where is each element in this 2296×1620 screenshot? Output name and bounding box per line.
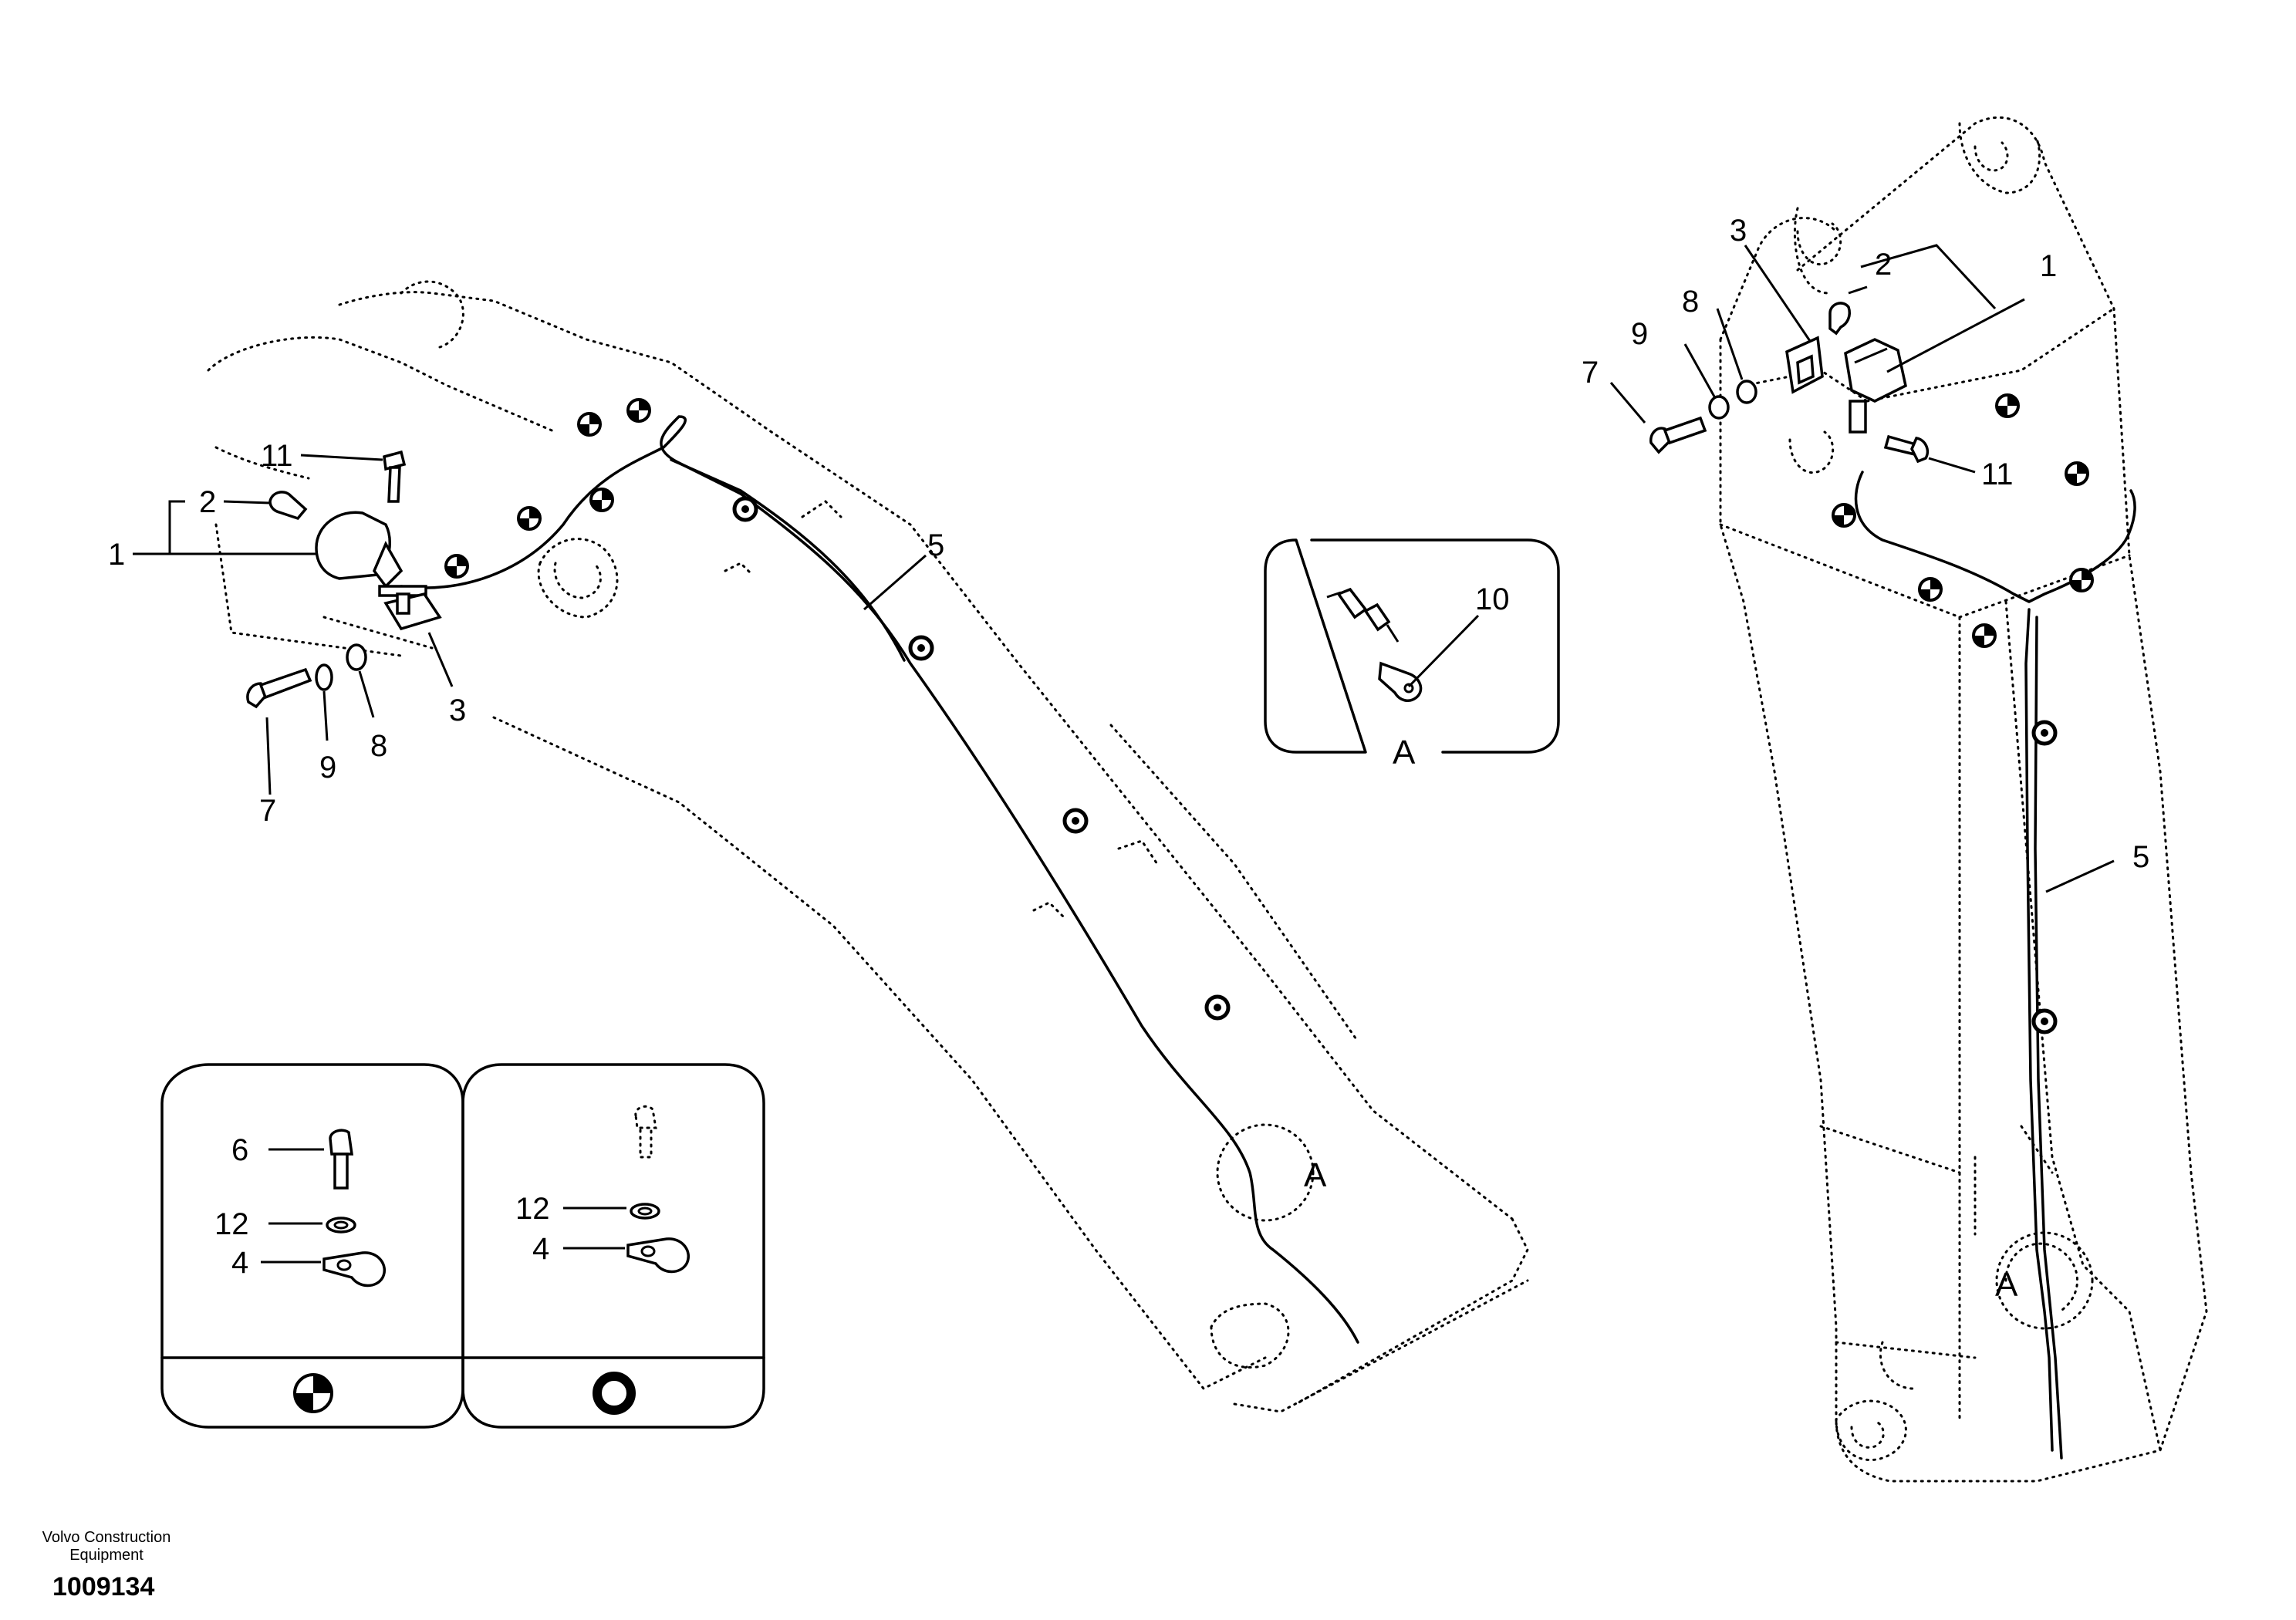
arm-callout-9: 9	[1631, 317, 1648, 351]
boom-detail-a-circle	[1216, 1123, 1315, 1222]
boom-callout-1: 1	[108, 538, 125, 572]
arm-callout-3: 3	[1730, 214, 1747, 248]
arm-bolt-holes	[1832, 393, 2094, 1032]
arm-bolt-11	[1883, 434, 1930, 464]
arm-callout-11: 11	[1981, 457, 2014, 491]
boom-bulb	[268, 491, 308, 521]
footer-block: Volvo Construction Equipment 1009134	[22, 1529, 191, 1602]
ring-icon	[593, 1372, 636, 1415]
arm-detail-a-label: A	[1995, 1266, 2018, 1304]
boom-washer-8	[346, 643, 367, 671]
legend-left-callout-12: 12	[214, 1207, 249, 1241]
boom-callout-7: 7	[259, 794, 276, 828]
arm-callout-5: 5	[2132, 840, 2149, 874]
arm-work-lamp	[1785, 336, 1907, 434]
legend-right-callout-4: 4	[532, 1232, 549, 1266]
brand-line-2: Equipment	[69, 1547, 144, 1564]
detail-a-callout-10: 10	[1475, 582, 1510, 616]
arm-outline	[1719, 116, 2208, 1483]
legend-right-callout-12: 12	[515, 1192, 550, 1226]
boom-work-lamp	[315, 511, 442, 631]
detail-a-panel: A 10	[1264, 538, 1560, 771]
boom-bolt-11	[383, 450, 407, 503]
half-filled-circle-icon	[293, 1373, 333, 1413]
legend-ring	[461, 1063, 765, 1429]
legend-left-callout-4: 4	[231, 1246, 248, 1280]
legend-left-callout-6: 6	[231, 1133, 248, 1167]
legend-half-filled	[160, 1063, 464, 1429]
boom-callout-2: 2	[199, 485, 216, 519]
boom-leaders	[133, 454, 927, 795]
boom-callout-3: 3	[449, 694, 466, 727]
arm-washer-8	[1736, 380, 1757, 404]
arm-callout-7: 7	[1582, 356, 1599, 390]
boom-callout-5: 5	[927, 528, 944, 562]
boom-detail-a-label: A	[1304, 1156, 1327, 1194]
boom-washer-9	[315, 663, 333, 691]
arm-bulb	[1828, 302, 1851, 336]
boom-bolt-7	[246, 667, 312, 709]
arm-detail-a-circle	[1995, 1231, 2094, 1330]
boom-callout-8: 8	[370, 729, 387, 763]
brand-line-1: Volvo Construction	[42, 1529, 171, 1546]
arm-cable	[1854, 471, 2136, 1452]
arm-bolt-7	[1649, 416, 1707, 454]
boom-callout-11: 11	[261, 439, 293, 473]
boom-bolt-holes	[444, 398, 1228, 1018]
boom-callout-9: 9	[319, 751, 336, 785]
boom-outline	[207, 280, 1529, 1413]
arm-callout-2: 2	[1875, 248, 1892, 282]
arm-leaders	[1609, 244, 2115, 893]
document-number: 1009134	[52, 1572, 155, 1601]
arm-callout-8: 8	[1682, 285, 1699, 319]
arm-washer-9	[1708, 395, 1730, 420]
arm-callout-1: 1	[2040, 249, 2057, 283]
detail-a-title: A	[1393, 734, 1416, 771]
